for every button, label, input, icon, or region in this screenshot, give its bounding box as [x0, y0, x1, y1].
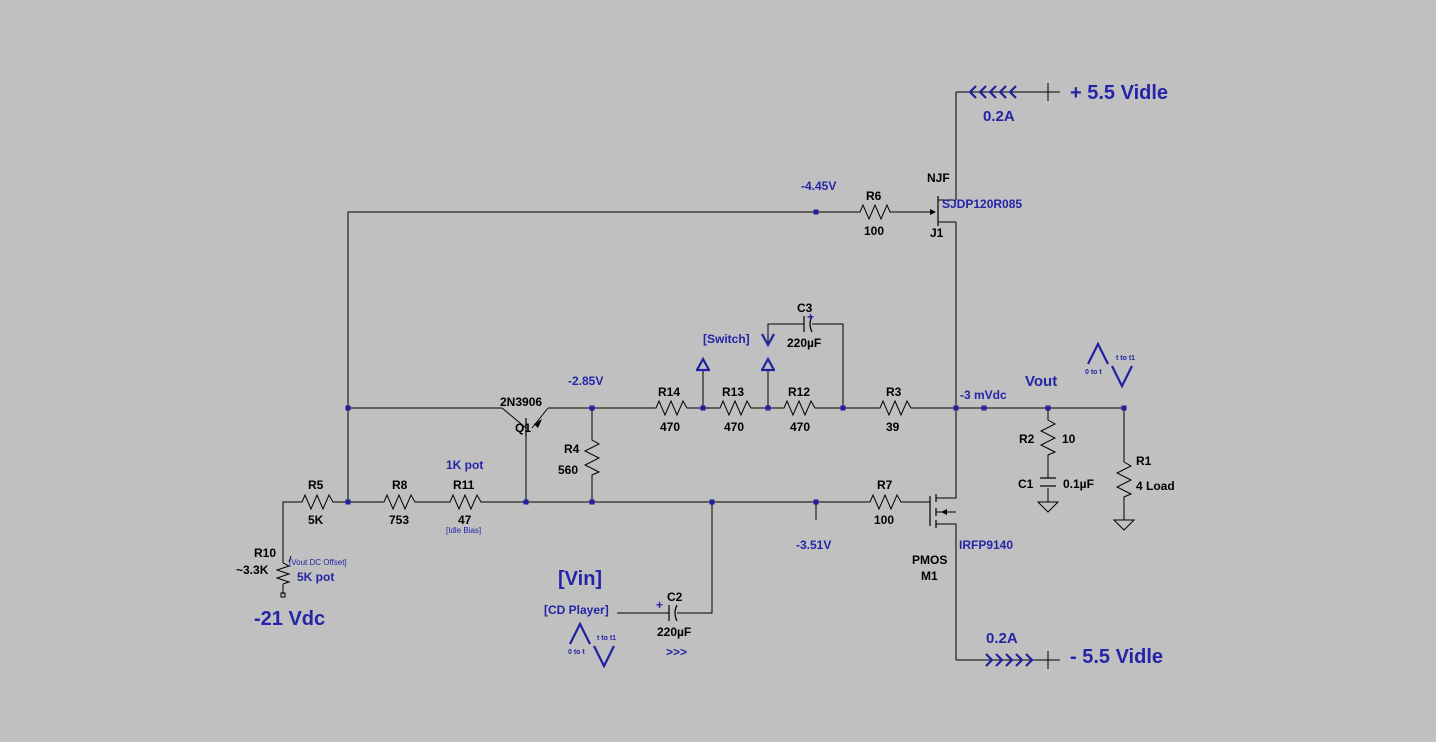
- switch-label: [Switch]: [703, 332, 750, 346]
- r6-ref: R6: [866, 189, 882, 203]
- neg-current-label: 0.2A: [986, 630, 1018, 647]
- wires: [282, 83, 1125, 669]
- j1-model: SJDP120R085: [942, 197, 1022, 211]
- supply-arrow-top: [968, 85, 1017, 99]
- c1-ref: C1: [1018, 477, 1034, 491]
- r14-ref: R14: [658, 385, 680, 399]
- resistor-symbols: [275, 203, 1133, 598]
- c2-value: 220µF: [657, 625, 691, 639]
- r12-ref: R12: [788, 385, 810, 399]
- source-label: [CD Player]: [544, 603, 609, 617]
- r13-value: 470: [724, 420, 744, 434]
- r5-value: 5K: [308, 513, 324, 527]
- q1-pnp-symbol: [501, 407, 549, 436]
- r8-symbol: [380, 493, 418, 511]
- r1-ref: R1: [1136, 454, 1152, 468]
- m1-type: PMOS: [912, 553, 947, 567]
- r10-note: [Vout DC Offset]: [289, 558, 347, 567]
- c3-value: 220µF: [787, 336, 821, 350]
- r13-ref: R13: [722, 385, 744, 399]
- junctions: [345, 209, 1127, 505]
- signal-source-output: [1087, 341, 1133, 389]
- neg-rail-label: - 5.5 Vidle: [1070, 646, 1163, 668]
- r13-symbol: [716, 399, 754, 417]
- r4-symbol: [583, 436, 601, 478]
- supply-arrow-bottom: [985, 653, 1034, 667]
- input-arrows-label: >>>: [666, 645, 687, 659]
- r11-value: 47: [458, 513, 472, 527]
- capacitor-symbols: + +: [656, 310, 1056, 622]
- labels: + 5.5 Vidle 0.2A - 5.5 Vidle 0.2A -21 Vd…: [236, 82, 1175, 668]
- ground-symbols: [1036, 501, 1136, 531]
- signal-source-input: [569, 621, 615, 669]
- r3-symbol: [876, 399, 914, 417]
- r10-value: ~3.3K: [236, 563, 269, 577]
- r1-symbol: [1115, 458, 1133, 498]
- c3-polarity-mark: +: [807, 310, 814, 324]
- pos-current-label: 0.2A: [983, 108, 1015, 125]
- r5-symbol: [298, 493, 336, 511]
- node-gate-j1: -4.45V: [801, 179, 836, 193]
- node-output-dc: -3 mVdc: [960, 388, 1007, 402]
- r12-value: 470: [790, 420, 810, 434]
- r14-symbol: [652, 399, 690, 417]
- r10-pot: 5K pot: [297, 570, 334, 584]
- r3-value: 39: [886, 420, 900, 434]
- r4-value: 560: [558, 463, 578, 477]
- r12-symbol: [780, 399, 818, 417]
- r6-symbol: [856, 203, 894, 221]
- r5-ref: R5: [308, 478, 324, 492]
- r10-ref: R10: [254, 546, 276, 560]
- r6-value: 100: [864, 224, 884, 238]
- bias-supply-label: -21 Vdc: [254, 608, 325, 630]
- node-gate-m1: -3.51V: [796, 538, 831, 552]
- r2-symbol: [1039, 416, 1057, 456]
- pos-rail-label: + 5.5 Vidle: [1070, 82, 1168, 104]
- r3-ref: R3: [886, 385, 902, 399]
- r11-pot: 1K pot: [446, 458, 483, 472]
- r7-ref: R7: [877, 478, 893, 492]
- q1-ref: Q1: [515, 421, 531, 435]
- r11-symbol: [446, 493, 484, 511]
- c1-value: 0.1µF: [1063, 477, 1094, 491]
- r8-ref: R8: [392, 478, 408, 492]
- vin-label: [Vin]: [558, 568, 602, 590]
- r8-value: 753: [389, 513, 409, 527]
- sig-out-from: 0 to t: [1085, 369, 1102, 376]
- r7-value: 100: [874, 513, 894, 527]
- m1-pmos-symbol: [929, 492, 957, 530]
- r2-ref: R2: [1019, 432, 1035, 446]
- sig-in-from: 0 to t: [568, 649, 585, 656]
- q1-model: 2N3906: [500, 395, 542, 409]
- r11-ref: R11: [453, 478, 475, 492]
- m1-ref: M1: [921, 569, 938, 583]
- sig-in-to: t to t1: [597, 635, 616, 642]
- switch-arrows: [696, 333, 775, 372]
- node-q1-emitter: -2.85V: [568, 374, 603, 388]
- r4-ref: R4: [564, 442, 580, 456]
- node-vout: Vout: [1025, 373, 1057, 390]
- m1-model: IRFP9140: [959, 538, 1013, 552]
- r10-symbol: [275, 560, 291, 585]
- c2-polarity-mark: +: [656, 598, 663, 612]
- j1-jfet-symbol: [930, 196, 956, 226]
- r14-value: 470: [660, 420, 680, 434]
- j1-type: NJF: [927, 171, 950, 185]
- r2-value: 10: [1062, 432, 1076, 446]
- c2-ref: C2: [667, 590, 683, 604]
- sig-out-to: t to t1: [1116, 355, 1135, 362]
- c3-ref: C3: [797, 301, 813, 315]
- r7-symbol: [866, 493, 904, 511]
- r1-value: 4 Load: [1136, 479, 1175, 493]
- r11-note: [Idle Bias]: [446, 526, 481, 535]
- j1-ref: J1: [930, 226, 944, 240]
